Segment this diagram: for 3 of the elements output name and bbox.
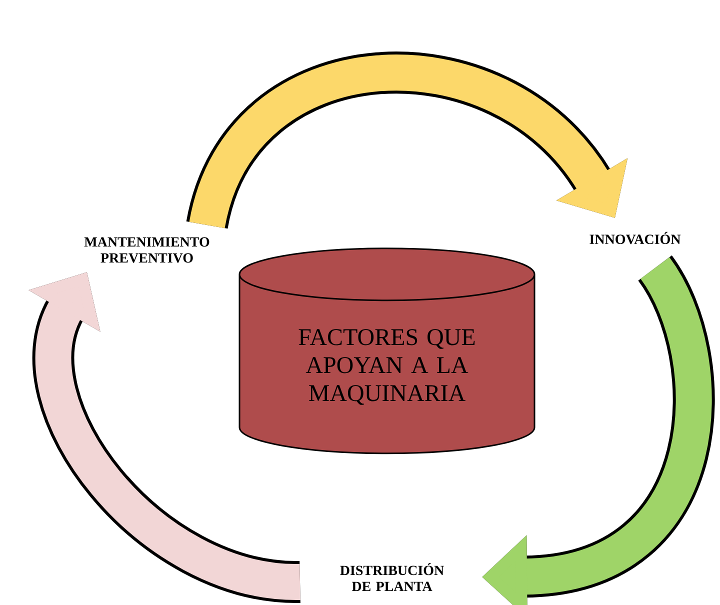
category-label: INNOVACIÓN <box>590 232 681 244</box>
category-label: MANTENIMIENTO PREVENTIVO <box>84 237 210 263</box>
category-label: DISTRIBUCIÓN DE PLANTA <box>340 562 444 592</box>
